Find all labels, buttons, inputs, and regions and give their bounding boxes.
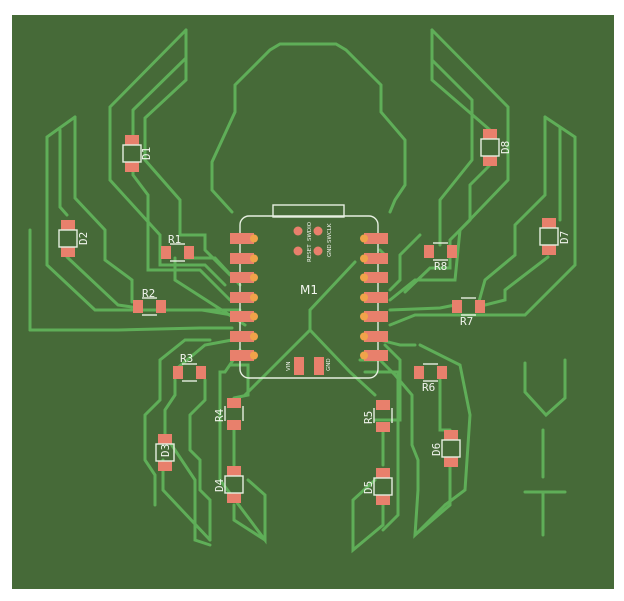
- r8-label: R8: [434, 260, 447, 273]
- vin-label: VIN: [286, 362, 292, 372]
- pcb-substrate: [12, 15, 614, 589]
- r2-label: R2: [142, 287, 155, 300]
- power-pads: VIN GND: [286, 357, 332, 375]
- leg-trace: [388, 303, 457, 312]
- module-right-pads: [360, 233, 388, 361]
- leg-trace: [218, 348, 267, 545]
- swd-debug-pads: RESET SWDIO GND SWCLK: [293, 221, 333, 262]
- gnd-top-label: GND: [327, 244, 333, 257]
- swdio-label: SWDIO: [307, 221, 313, 241]
- leg-trace: [188, 378, 212, 542]
- leg-trace: [108, 28, 227, 287]
- d1-label: D1: [140, 147, 153, 160]
- leg-trace: [373, 343, 402, 422]
- resistor-r4[interactable]: R4: [213, 398, 244, 430]
- d8-label: D8: [499, 141, 512, 154]
- leg-trace: [413, 463, 452, 537]
- leg-trace: [143, 338, 212, 507]
- diode-d6[interactable]: D6: [430, 430, 461, 467]
- leg-trace: [388, 115, 577, 327]
- leg-trace: [388, 233, 422, 292]
- leg-trace: [131, 56, 188, 137]
- d3-label: D3: [159, 444, 172, 457]
- leg-trace: [232, 503, 267, 542]
- swclk-label: SWCLK: [327, 223, 333, 243]
- leg-trace: [173, 338, 234, 372]
- resistor-r8[interactable]: R8: [424, 242, 457, 273]
- module-ref-label: M1: [300, 283, 318, 297]
- usb-connector-outline: [272, 204, 345, 218]
- vit-logo-v: [523, 358, 567, 418]
- module-left-pads: [230, 233, 258, 361]
- leg-trace: [58, 128, 69, 217]
- d2-label: D2: [77, 232, 90, 245]
- diode-d2[interactable]: D2: [58, 220, 90, 257]
- module-m1[interactable]: M1 RESET SWDIO: [230, 204, 388, 379]
- leg-trace: [403, 163, 492, 294]
- diode-d4[interactable]: D4: [213, 466, 244, 503]
- resistor-r6[interactable]: R6: [414, 363, 447, 394]
- resistor-r3[interactable]: R3: [173, 352, 206, 382]
- leg-trace: [228, 363, 250, 400]
- d4-label: D4: [213, 478, 226, 492]
- diode-d8[interactable]: D8: [480, 129, 512, 166]
- leg-trace: [483, 255, 550, 307]
- diode-d7[interactable]: D7: [539, 218, 571, 255]
- leg-trace: [476, 115, 547, 307]
- r5-label: R5: [362, 411, 375, 424]
- reset-label: RESET: [307, 244, 313, 262]
- d6-label: D6: [430, 443, 443, 456]
- leg-trace: [173, 256, 247, 327]
- leg-trace: [363, 370, 400, 532]
- resistor-r1[interactable]: R1: [161, 233, 194, 262]
- r3-label: R3: [180, 352, 193, 365]
- leg-trace: [28, 326, 234, 332]
- diode-d5[interactable]: D5: [362, 468, 393, 505]
- module-trace: [308, 328, 377, 397]
- resistor-r5[interactable]: R5: [362, 400, 393, 432]
- diode-d3[interactable]: D3: [155, 434, 175, 471]
- leg-trace: [358, 358, 447, 539]
- diode-d1[interactable]: D1: [122, 135, 153, 172]
- r6-label: R6: [422, 381, 435, 394]
- resistor-r2[interactable]: R2: [133, 287, 166, 316]
- leg-trace: [143, 28, 232, 277]
- leg-trace: [351, 478, 385, 554]
- r7-label: R7: [460, 315, 473, 328]
- r1-label: R1: [168, 233, 181, 246]
- leg-trace: [65, 255, 134, 309]
- r4-label: R4: [213, 408, 226, 422]
- gnd-bottom-label: GND: [326, 358, 332, 371]
- resistor-r7[interactable]: R7: [452, 297, 485, 328]
- leg-trace: [73, 115, 134, 304]
- leg-trace: [131, 168, 232, 302]
- d5-label: D5: [362, 481, 375, 494]
- body-outline-trace: [210, 42, 407, 214]
- leg-trace: [430, 58, 474, 247]
- leg-trace: [418, 343, 472, 507]
- d7-label: D7: [558, 231, 571, 244]
